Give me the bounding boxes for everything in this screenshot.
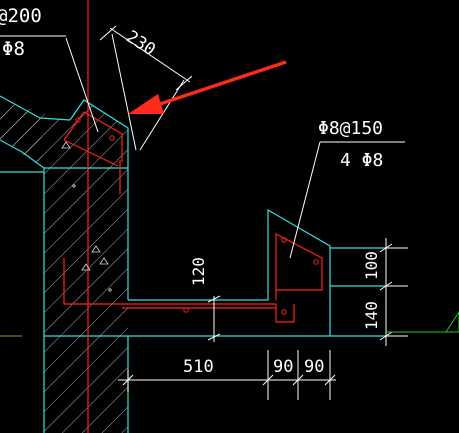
top-left-bar-label: Φ8 — [2, 38, 25, 60]
dimension-right-verticals — [379, 238, 408, 346]
rebar-lines — [63, 0, 323, 433]
rebar-dots — [75, 117, 319, 315]
right-spec-label: Φ8@150 — [318, 118, 383, 139]
pointer-arrow — [128, 60, 287, 114]
dimension-beam-depth — [207, 295, 221, 342]
beam-depth-label: 120 — [189, 257, 208, 286]
leader-lines — [0, 35, 405, 259]
slope-dimension-label: 230 — [122, 27, 159, 61]
span-b-label: 90 — [304, 357, 324, 377]
dimension-slope — [99, 25, 193, 151]
concrete-outline — [0, 95, 386, 433]
concrete-hatch — [0, 100, 128, 433]
top-left-spec-label: @200 — [0, 5, 42, 27]
span-a-label: 90 — [273, 357, 293, 377]
span-main-label: 510 — [183, 357, 214, 377]
dimension-bottom — [118, 350, 336, 400]
aggregate-marks — [61, 141, 112, 292]
height-upper-label: 100 — [362, 251, 381, 280]
ground-symbol — [386, 311, 459, 333]
right-bar-label: 4 Φ8 — [340, 150, 383, 171]
height-lower-label: 140 — [362, 301, 381, 330]
